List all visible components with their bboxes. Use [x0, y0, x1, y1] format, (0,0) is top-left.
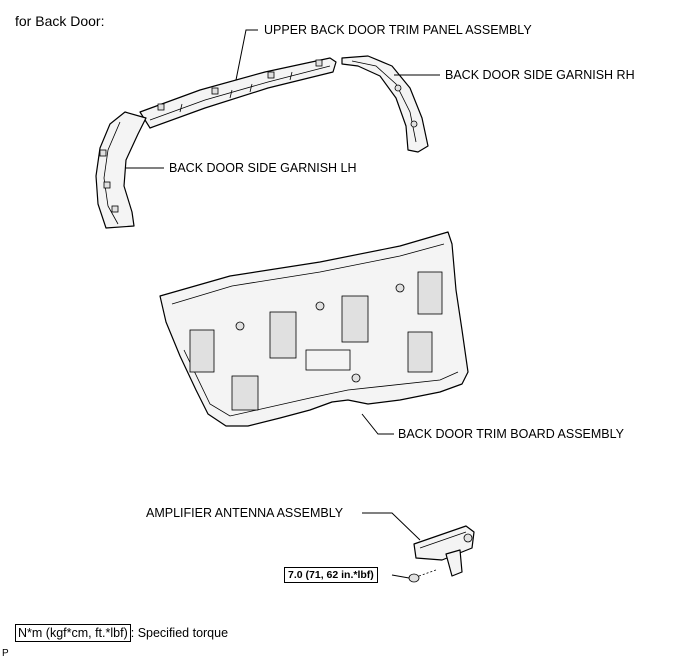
clip-icon	[235, 321, 245, 331]
legend-unit-box: N*m (kgf*cm, ft.*lbf)	[15, 624, 131, 642]
clip-icon	[211, 87, 219, 95]
mount-bracket	[269, 311, 297, 359]
label-trim-board: BACK DOOR TRIM BOARD ASSEMBLY	[398, 427, 624, 441]
clip-icon	[351, 373, 361, 383]
amplifier-antenna-assembly	[413, 525, 475, 577]
leader-upper-panel	[235, 29, 258, 81]
leader-amplifier	[362, 512, 421, 541]
clip-icon	[410, 120, 418, 128]
label-amplifier: AMPLIFIER ANTENNA ASSEMBLY	[146, 506, 344, 520]
clip-icon	[394, 84, 402, 92]
legend-description: : Specified torque	[130, 626, 229, 640]
clip-icon	[103, 181, 111, 189]
clip-icon	[315, 59, 323, 67]
clip-icon	[315, 301, 325, 311]
upper-back-door-trim-panel	[139, 57, 337, 129]
page-heading: for Back Door:	[15, 13, 105, 29]
clip-icon	[99, 149, 107, 157]
leader-trim-board	[361, 413, 394, 435]
label-upper-panel: UPPER BACK DOOR TRIM PANEL ASSEMBLY	[264, 23, 532, 37]
corner-mark: P	[2, 648, 9, 659]
bolt-icon	[408, 569, 437, 583]
mount-bracket	[189, 329, 215, 373]
back-door-side-garnish-lh	[95, 111, 147, 229]
torque-legend: N*m (kgf*cm, ft.*lbf): Specified torque	[15, 624, 228, 642]
label-garnish-lh: BACK DOOR SIDE GARNISH LH	[169, 161, 357, 175]
clip-icon	[157, 103, 165, 111]
label-garnish-rh: BACK DOOR SIDE GARNISH RH	[445, 68, 635, 82]
mount-bracket	[231, 375, 259, 411]
torque-callout: 7.0 (71, 62 in.*lbf)	[284, 567, 378, 583]
back-door-trim-board	[159, 231, 469, 427]
clip-icon	[395, 283, 405, 293]
clip-icon	[111, 205, 119, 213]
connector-icon	[463, 533, 473, 543]
back-door-side-garnish-rh	[341, 55, 429, 153]
mount-bracket	[407, 331, 433, 373]
mount-bracket	[341, 295, 369, 343]
leader-torque	[391, 574, 410, 579]
mount-bracket	[417, 271, 443, 315]
center-recess	[305, 349, 351, 371]
clip-icon	[267, 71, 275, 79]
